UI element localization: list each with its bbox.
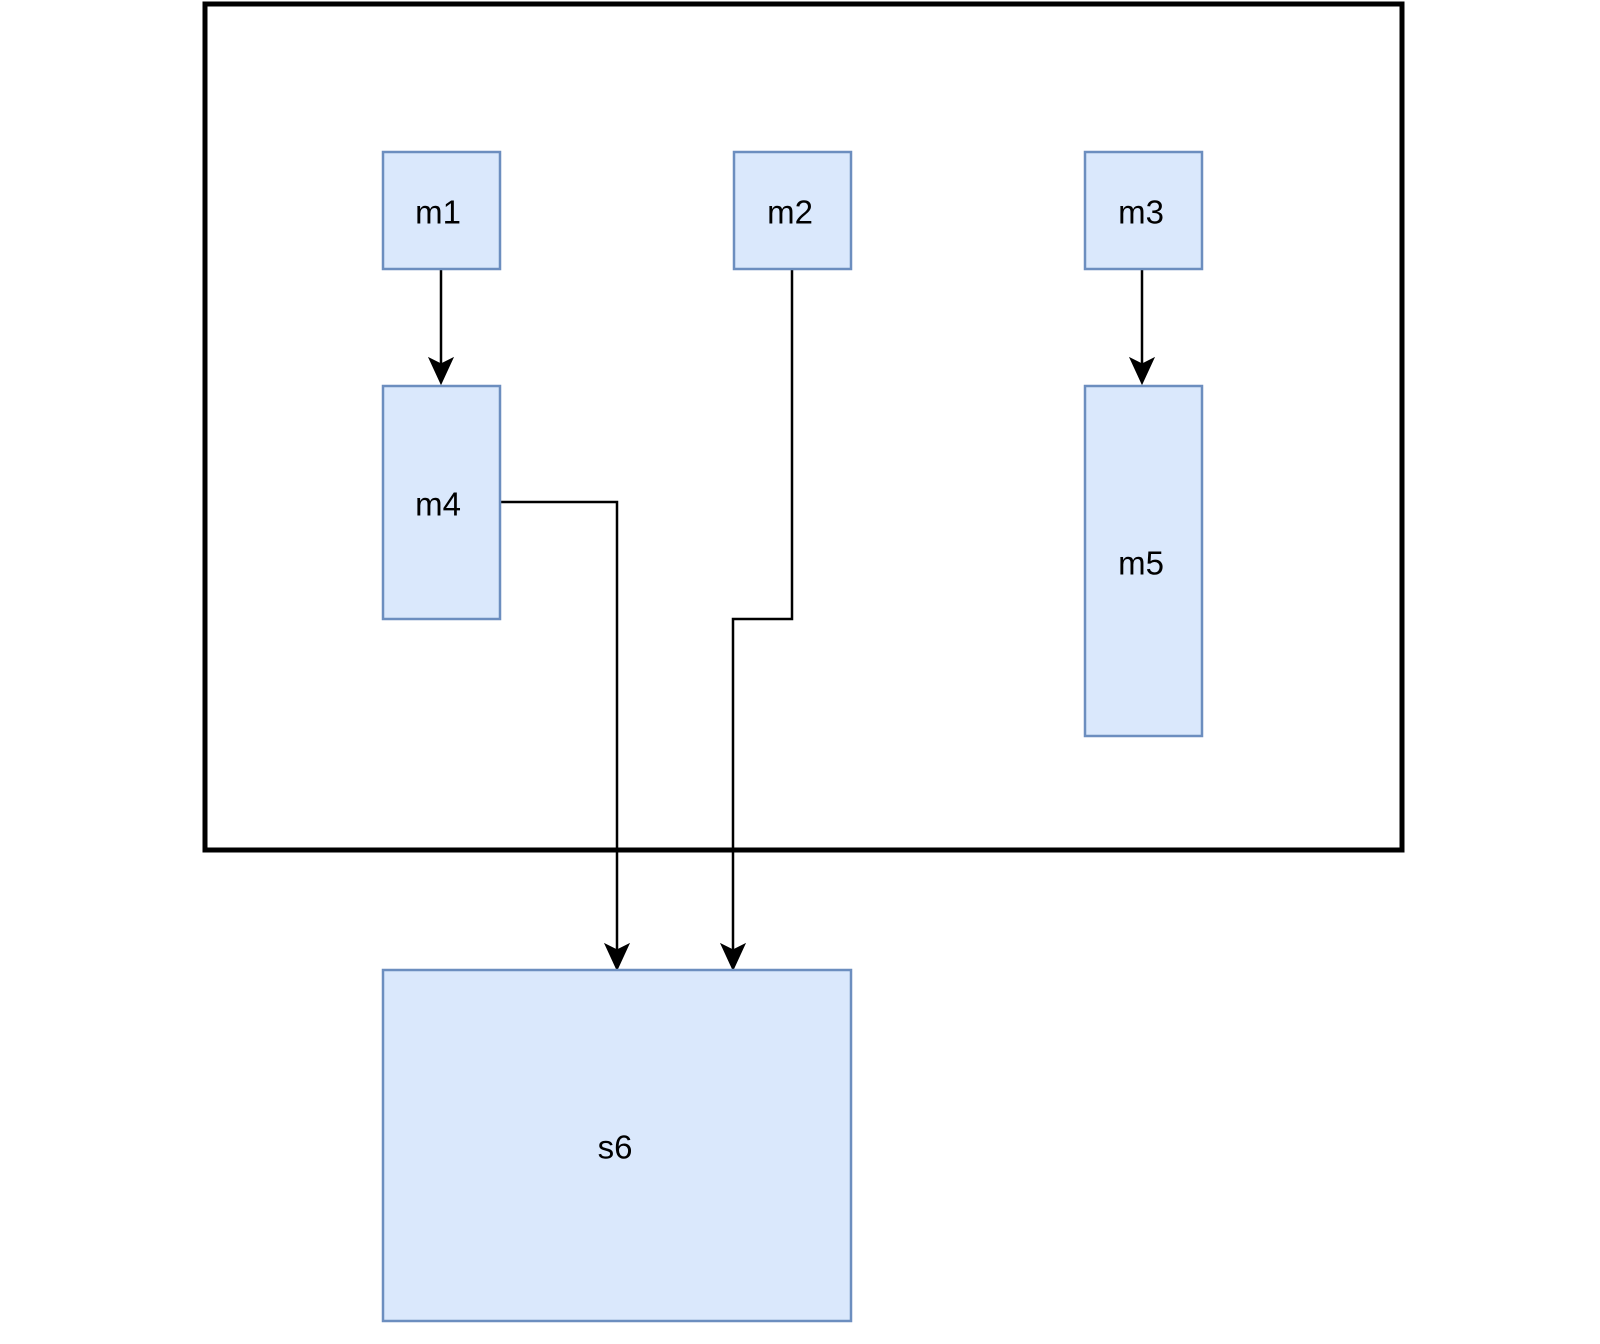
node-label-s6: s6 [598,1129,633,1166]
node-label-m4: m4 [415,486,461,523]
node-m2[interactable]: m2 [732,150,853,271]
edges [427,270,1156,972]
node-label-m2: m2 [767,194,813,231]
container-frame [202,1,1405,853]
arrowhead-icon [427,356,455,386]
edge-m2-to-s6 [719,270,794,972]
arrowhead-icon [719,942,747,972]
node-label-m5: m5 [1118,545,1164,582]
arrowhead-icon [603,942,631,972]
node-m3[interactable]: m3 [1083,150,1204,271]
edge-m1-to-m4 [427,270,455,386]
arrowhead-icon [1128,356,1156,386]
node-label-m1: m1 [415,194,461,231]
node-m1[interactable]: m1 [381,150,502,271]
node-label-m3: m3 [1118,194,1164,231]
node-m5[interactable]: m5 [1083,384,1204,738]
edge-m3-to-m5 [1128,270,1156,386]
node-s6[interactable]: s6 [381,968,853,1323]
edge-m4-to-s6 [500,500,631,972]
node-m4[interactable]: m4 [381,384,502,621]
